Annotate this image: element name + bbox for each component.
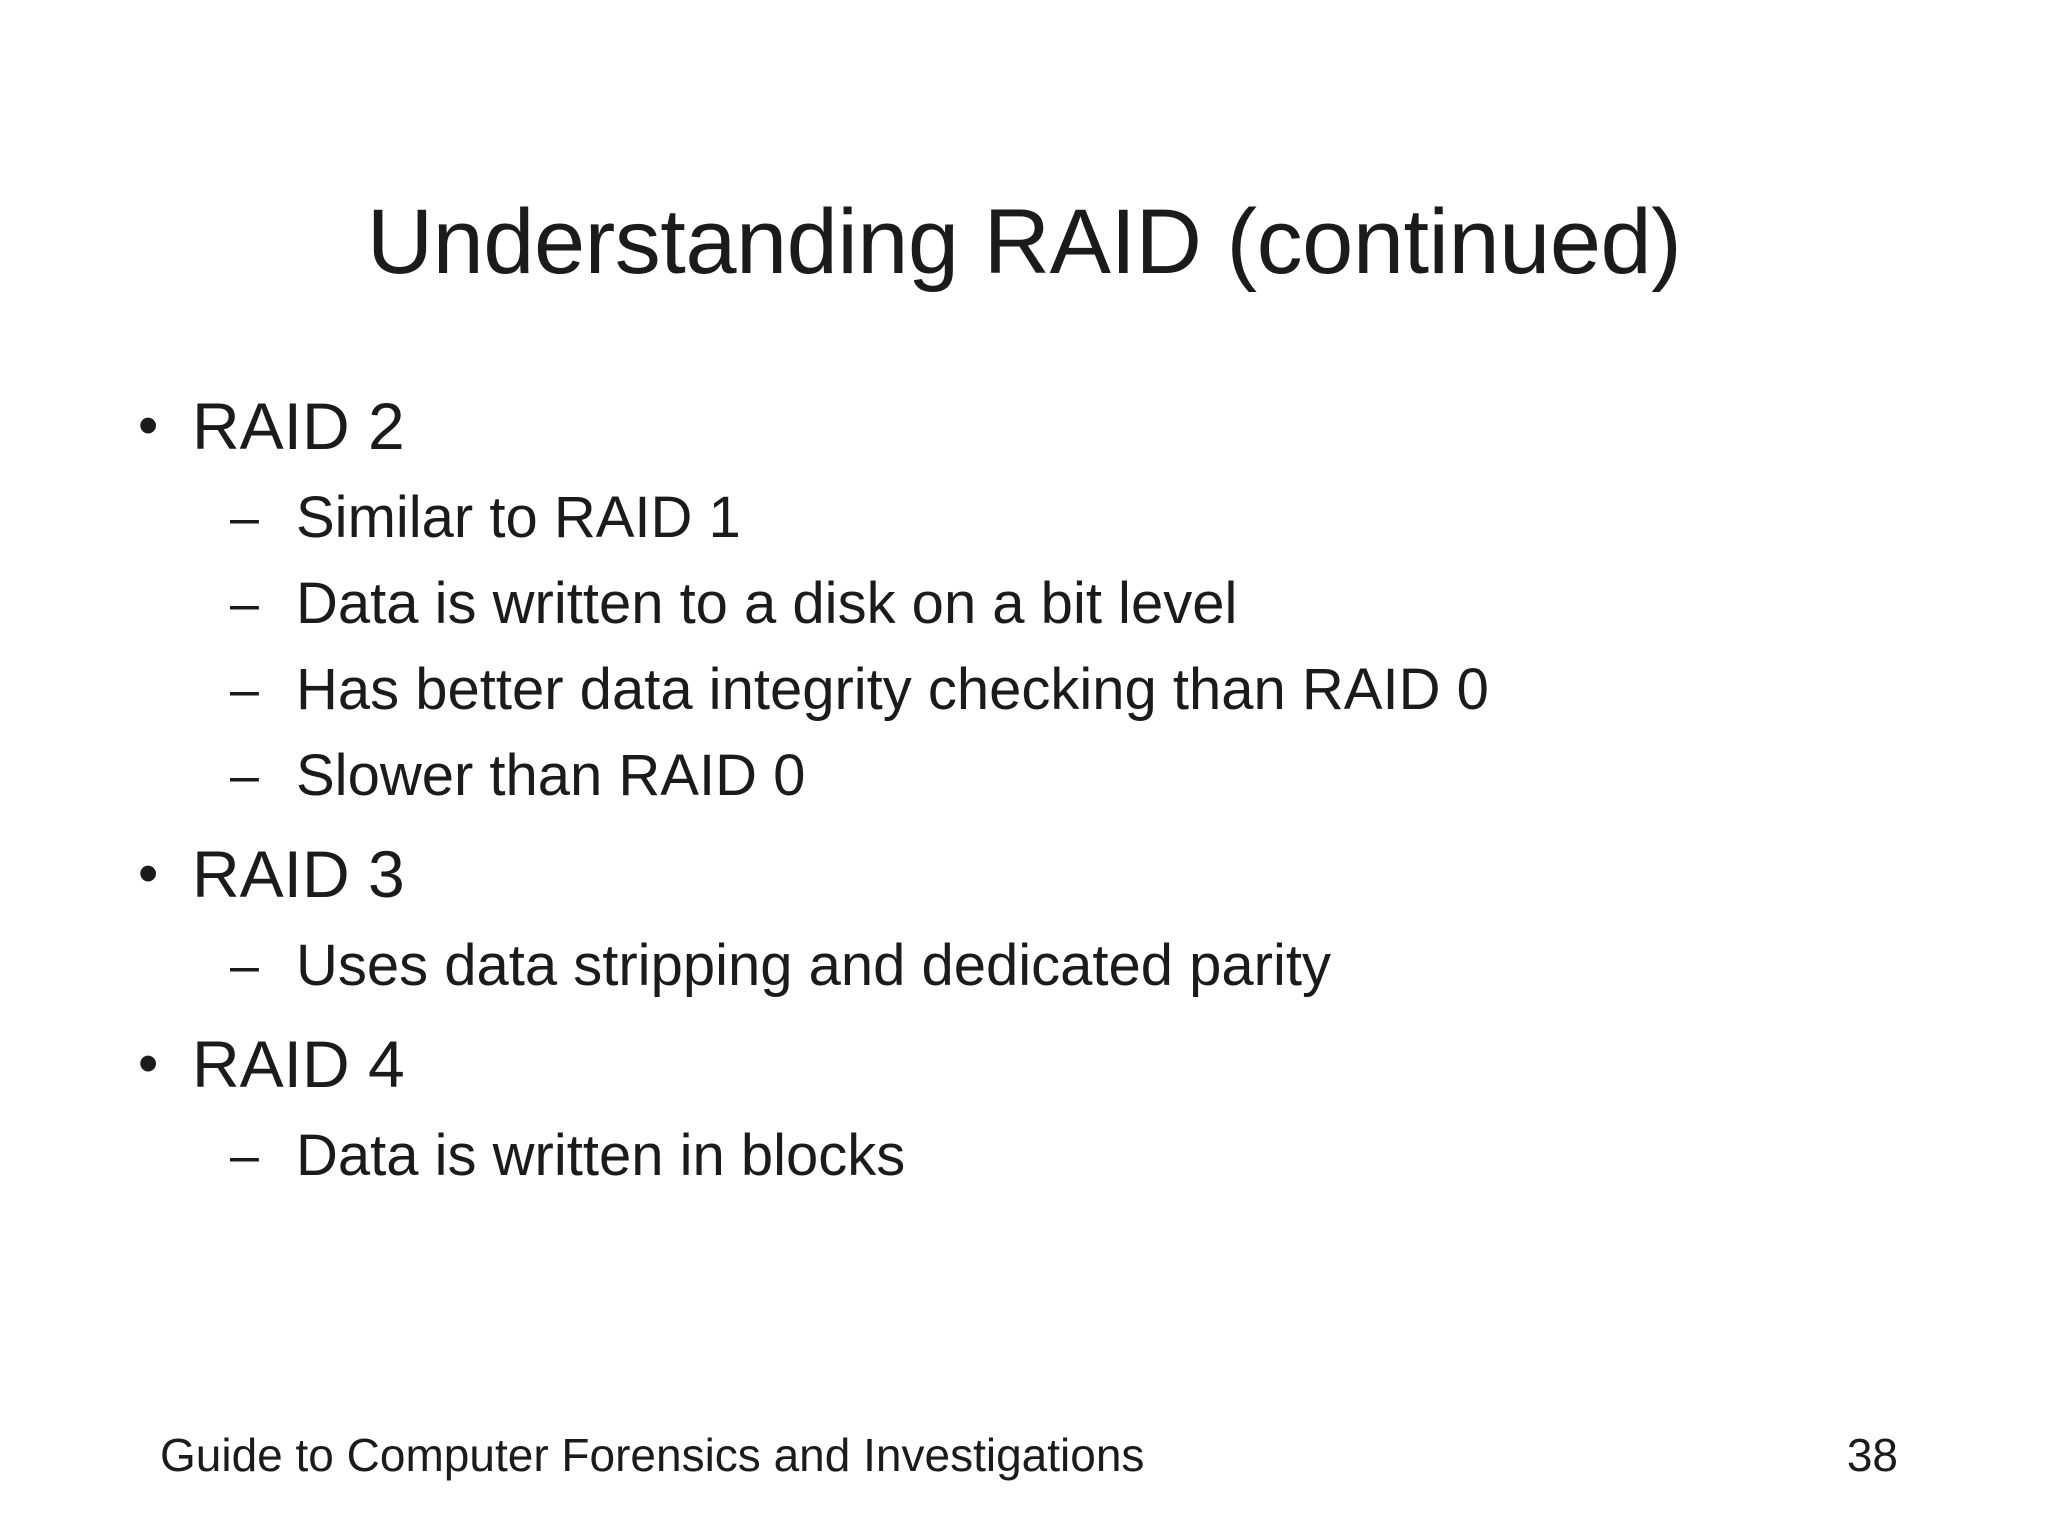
slide-footer: Guide to Computer Forensics and Investig… xyxy=(160,1428,1898,1482)
bullet-item-level1: • RAID 3 xyxy=(120,828,1940,920)
bullet-group: • RAID 2 – Similar to RAID 1 – Data is w… xyxy=(120,380,1940,818)
bullet-label: Slower than RAID 0 xyxy=(296,743,806,808)
bullet-label: RAID 3 xyxy=(192,837,405,911)
bullet-item-level2: – Has better data integrity checking tha… xyxy=(230,648,1940,732)
bullet-item-level2: – Similar to RAID 1 xyxy=(230,476,1940,560)
bullet-label: RAID 4 xyxy=(192,1027,405,1101)
slide-title: Understanding RAID (continued) xyxy=(366,190,1682,293)
footer-source-text: Guide to Computer Forensics and Investig… xyxy=(160,1429,1145,1481)
slide-body: • RAID 2 – Similar to RAID 1 – Data is w… xyxy=(120,380,1940,1200)
bullet-label: Uses data stripping and dedicated parity xyxy=(296,933,1331,998)
bullet-item-level1: • RAID 2 xyxy=(120,380,1940,472)
bullet-dot-icon: • xyxy=(138,841,159,906)
bullet-dash-icon: – xyxy=(230,575,259,633)
bullet-item-level2: – Slower than RAID 0 xyxy=(230,734,1940,818)
bullet-label: Has better data integrity checking than … xyxy=(296,657,1489,722)
bullet-dash-icon: – xyxy=(230,1127,259,1185)
bullet-group: • RAID 3 – Uses data stripping and dedic… xyxy=(120,828,1940,1008)
bullet-dash-icon: – xyxy=(230,489,259,547)
bullet-dot-icon: • xyxy=(138,393,159,458)
slide-page-number: 38 xyxy=(1846,1429,1898,1481)
bullet-dash-icon: – xyxy=(230,661,259,719)
bullet-label: RAID 2 xyxy=(192,389,405,463)
bullet-dot-icon: • xyxy=(138,1031,159,1096)
bullet-label: Data is written in blocks xyxy=(296,1123,906,1188)
bullet-item-level2: – Data is written to a disk on a bit lev… xyxy=(230,562,1940,646)
bullet-item-level1: • RAID 4 xyxy=(120,1018,1940,1110)
bullet-group: • RAID 4 – Data is written in blocks xyxy=(120,1018,1940,1198)
bullet-label: Data is written to a disk on a bit level xyxy=(296,571,1238,636)
bullet-dash-icon: – xyxy=(230,937,259,995)
bullet-item-level2: – Uses data stripping and dedicated pari… xyxy=(230,924,1940,1008)
bullet-dash-icon: – xyxy=(230,747,259,805)
bullet-label: Similar to RAID 1 xyxy=(296,485,741,550)
bullet-item-level2: – Data is written in blocks xyxy=(230,1114,1940,1198)
